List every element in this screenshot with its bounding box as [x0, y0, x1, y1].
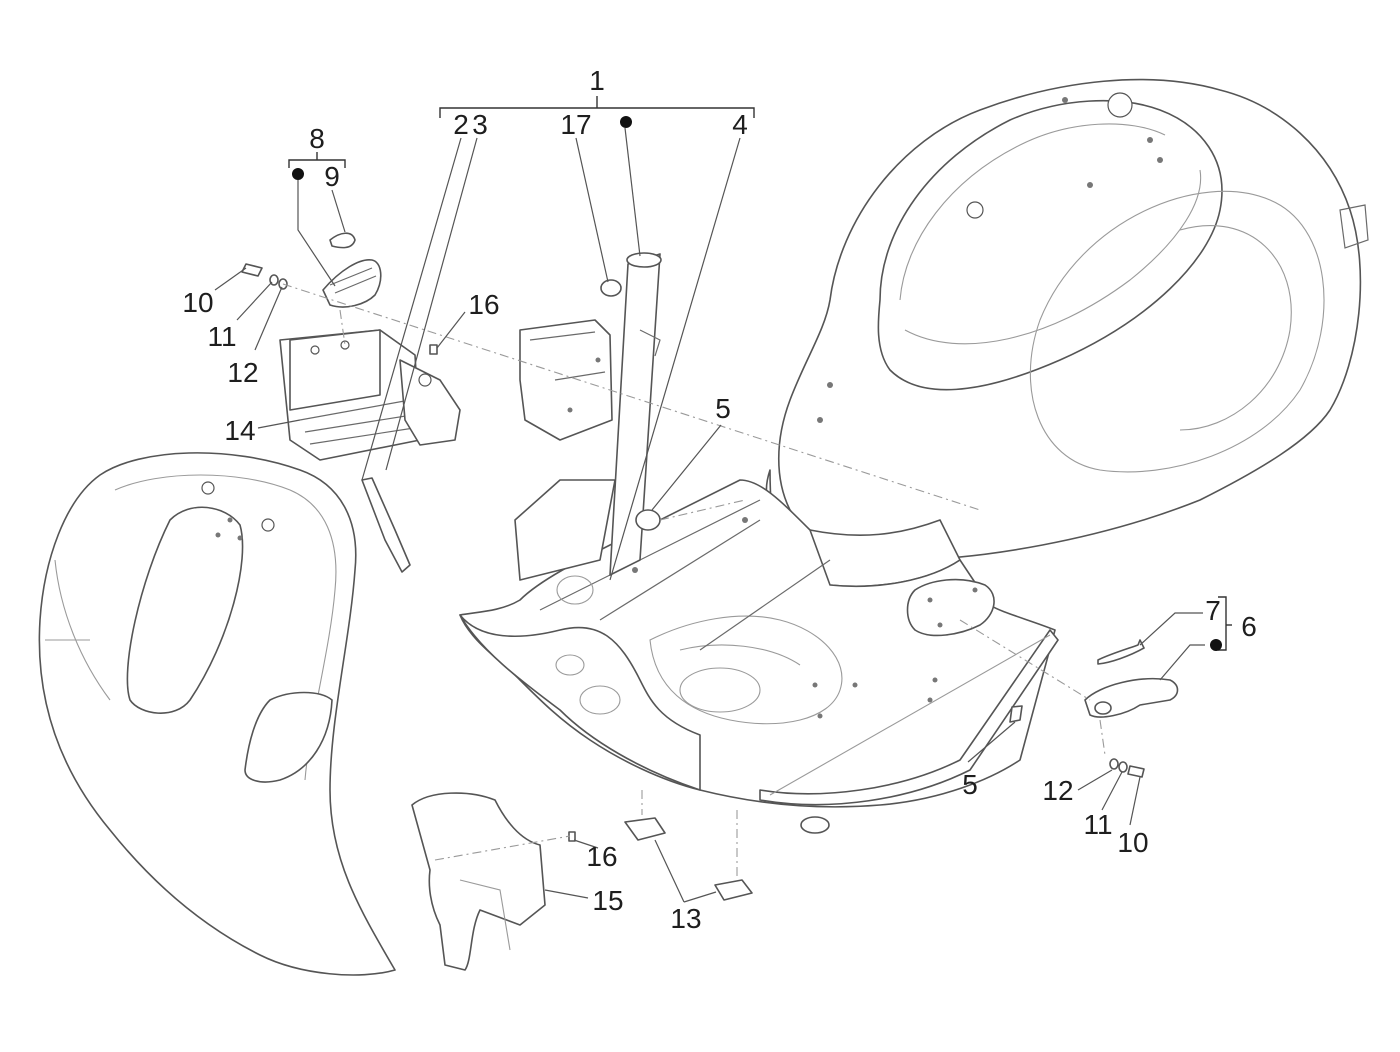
body-inner-cavity	[877, 99, 1223, 391]
callout-13: 13	[670, 903, 701, 934]
frame-lug	[800, 816, 830, 834]
part-9-spring-clip	[329, 232, 356, 249]
callout-12-left: 12	[227, 357, 258, 388]
callout-5-lower: 5	[962, 769, 978, 800]
side-access-plate	[906, 578, 995, 637]
part-13-pad-b	[714, 879, 753, 901]
callout-17: 17	[560, 109, 591, 140]
leg-shield-outer	[38, 452, 396, 976]
head-tube-top	[626, 252, 662, 268]
callout-16-lower: 16	[586, 841, 617, 872]
part-13-pad-a	[624, 817, 666, 841]
callout-9: 9	[324, 161, 340, 192]
callout-10-left: 10	[182, 287, 213, 318]
front-leg-shield	[38, 452, 396, 976]
leader-lines	[214, 96, 1232, 903]
part-14-bracket	[279, 329, 461, 461]
callout-7: 7	[1205, 595, 1221, 626]
callout-12-right: 12	[1042, 775, 1073, 806]
head-tube-bracket	[519, 319, 613, 441]
hinge-mount	[399, 359, 461, 446]
callout-1: 1	[589, 65, 605, 96]
leg-shield-vent	[244, 691, 333, 783]
callout-16-upper: 16	[468, 289, 499, 320]
part-5-grommet-upper	[635, 509, 661, 531]
part-15-column-cover	[411, 792, 546, 971]
part-17-clamp-ring	[600, 279, 622, 297]
callout-3: 3	[472, 109, 488, 140]
callout-14: 14	[224, 415, 255, 446]
group-1-bullet	[620, 116, 632, 128]
callout-10-right: 10	[1117, 827, 1148, 858]
assembly-axes	[282, 283, 1106, 878]
right-fastener-set	[1109, 758, 1145, 778]
bolt-10-left	[241, 263, 263, 277]
side-footrest-bar	[759, 629, 1059, 806]
group-8-bullet	[292, 168, 304, 180]
part-3-strap	[361, 477, 411, 573]
washer-11-right	[1118, 761, 1128, 773]
callout-4: 4	[732, 109, 748, 140]
callout-11-right: 11	[1083, 809, 1112, 840]
callout-8: 8	[309, 123, 325, 154]
callout-5-upper: 5	[715, 393, 731, 424]
washer-12-right	[1109, 758, 1119, 770]
part-8-front-hinge	[322, 232, 382, 308]
leg-shield-recess	[126, 506, 244, 714]
group-6-bullet	[1210, 639, 1222, 651]
head-tube-gusset	[514, 479, 616, 581]
callout-2: 2	[453, 109, 469, 140]
side-panel-outline	[1029, 190, 1325, 473]
part-6-side-hinge	[1084, 639, 1179, 718]
group-6-bracket	[1218, 596, 1227, 651]
part-7-spring-clip	[1097, 639, 1145, 665]
left-fastener-set	[241, 263, 288, 290]
callout-6: 6	[1241, 611, 1257, 642]
bolt-10-right	[1127, 765, 1145, 778]
callout-labels: 1 2 3 4 5 5 6 7 8 9 10 10 11 11 12 12 13…	[182, 65, 1256, 934]
callout-15: 15	[592, 885, 623, 916]
main-body-frame	[459, 78, 1369, 834]
part-16-clip-upper	[429, 344, 438, 355]
callout-11-left: 11	[207, 321, 236, 352]
part-5-grommet-lower	[1009, 705, 1023, 723]
